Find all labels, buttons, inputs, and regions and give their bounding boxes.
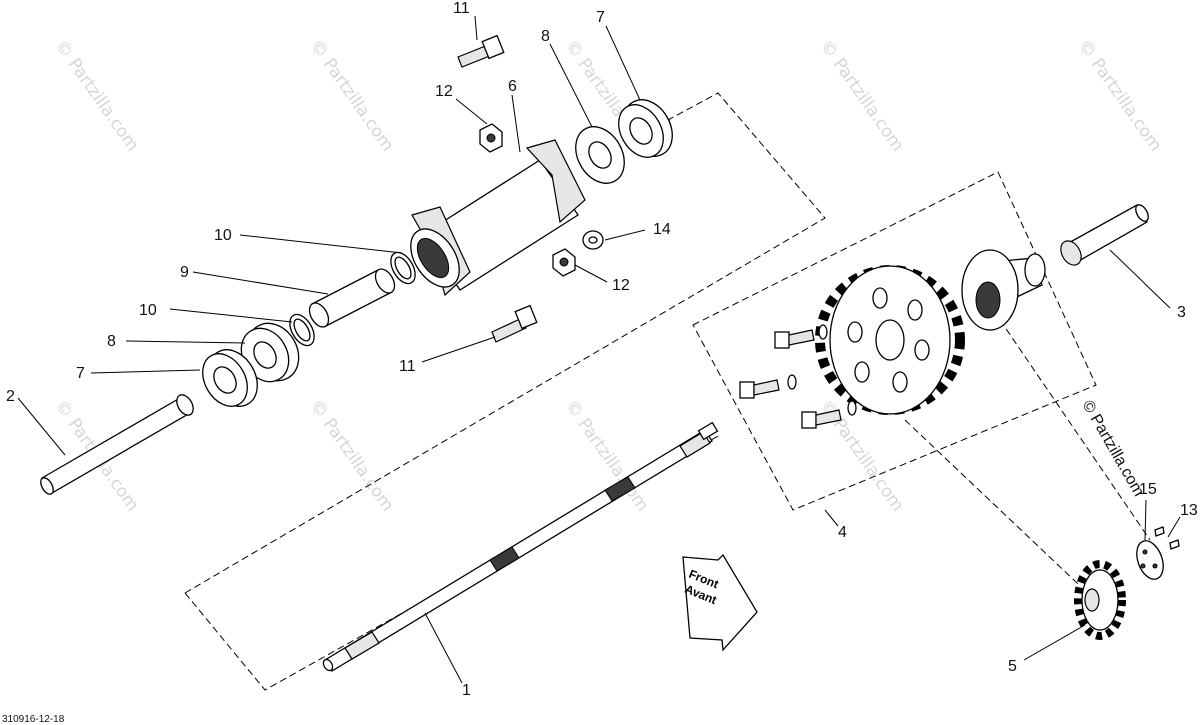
seal-upper (575, 126, 625, 184)
callout-3: 3 (1177, 304, 1186, 321)
watermark: © Partzilla.com (306, 36, 398, 155)
axis-line-sprocket (904, 419, 1096, 601)
small-sprocket (1074, 560, 1126, 640)
bearing-upper (618, 99, 673, 158)
copyright-notice: © Partzilla.com (1079, 398, 1148, 500)
watermark: © Partzilla.com (51, 36, 143, 155)
callout-7-upper: 7 (596, 9, 605, 26)
watermark: © Partzilla.com (816, 36, 908, 155)
spacer-sleeve (308, 268, 396, 328)
callout-labels: 11 7 8 12 6 10 14 9 12 10 3 8 11 7 2 4 1… (6, 0, 1198, 699)
callout-8-upper: 8 (541, 28, 550, 45)
callout-12-lower: 12 (612, 277, 630, 294)
sprocket-hub (961, 249, 1046, 331)
callout-4: 4 (838, 524, 847, 541)
callout-12-upper: 12 (435, 83, 453, 100)
callout-11-lower: 11 (399, 358, 416, 375)
callout-10-upper: 10 (214, 227, 232, 244)
snap-ring-lower (289, 313, 315, 347)
left-tube (40, 394, 194, 495)
bolt-upper (457, 34, 505, 68)
bolt-lower (491, 304, 538, 343)
callout-2: 2 (6, 388, 15, 405)
callout-6: 6 (508, 78, 517, 95)
large-sprocket (815, 265, 965, 415)
axle-housing (410, 139, 586, 297)
watermark: © Partzilla.com (306, 396, 398, 515)
bearing-lower (202, 349, 258, 407)
callout-13: 13 (1180, 502, 1198, 519)
retainer-plate (1136, 540, 1164, 580)
callout-15: 15 (1139, 481, 1157, 498)
callout-14: 14 (653, 221, 671, 238)
drive-shaft (322, 421, 719, 672)
sprocket-bolts (739, 324, 857, 429)
callout-5: 5 (1008, 658, 1017, 675)
sprocket-assembly-outline (692, 171, 1097, 511)
callout-11-upper: 11 (453, 0, 470, 17)
callout-9: 9 (180, 264, 189, 281)
snap-ring-upper (390, 251, 416, 285)
leader-lines (17, 15, 1181, 684)
right-tube (1060, 204, 1149, 266)
callout-10-lower: 10 (139, 302, 157, 319)
small-screws (1154, 526, 1180, 550)
front-direction-arrow: Front Avant (682, 553, 758, 652)
callout-8-lower: 8 (107, 333, 116, 350)
drawing-code: 310916-12-18 (2, 714, 65, 725)
axis-line-hub (999, 319, 1151, 541)
nut-lower (552, 248, 576, 277)
nut-upper (479, 123, 503, 153)
watermark: © Partzilla.com (1074, 36, 1166, 155)
callout-1: 1 (462, 682, 471, 699)
flat-washer (582, 230, 604, 250)
callout-7-lower: 7 (76, 365, 85, 382)
